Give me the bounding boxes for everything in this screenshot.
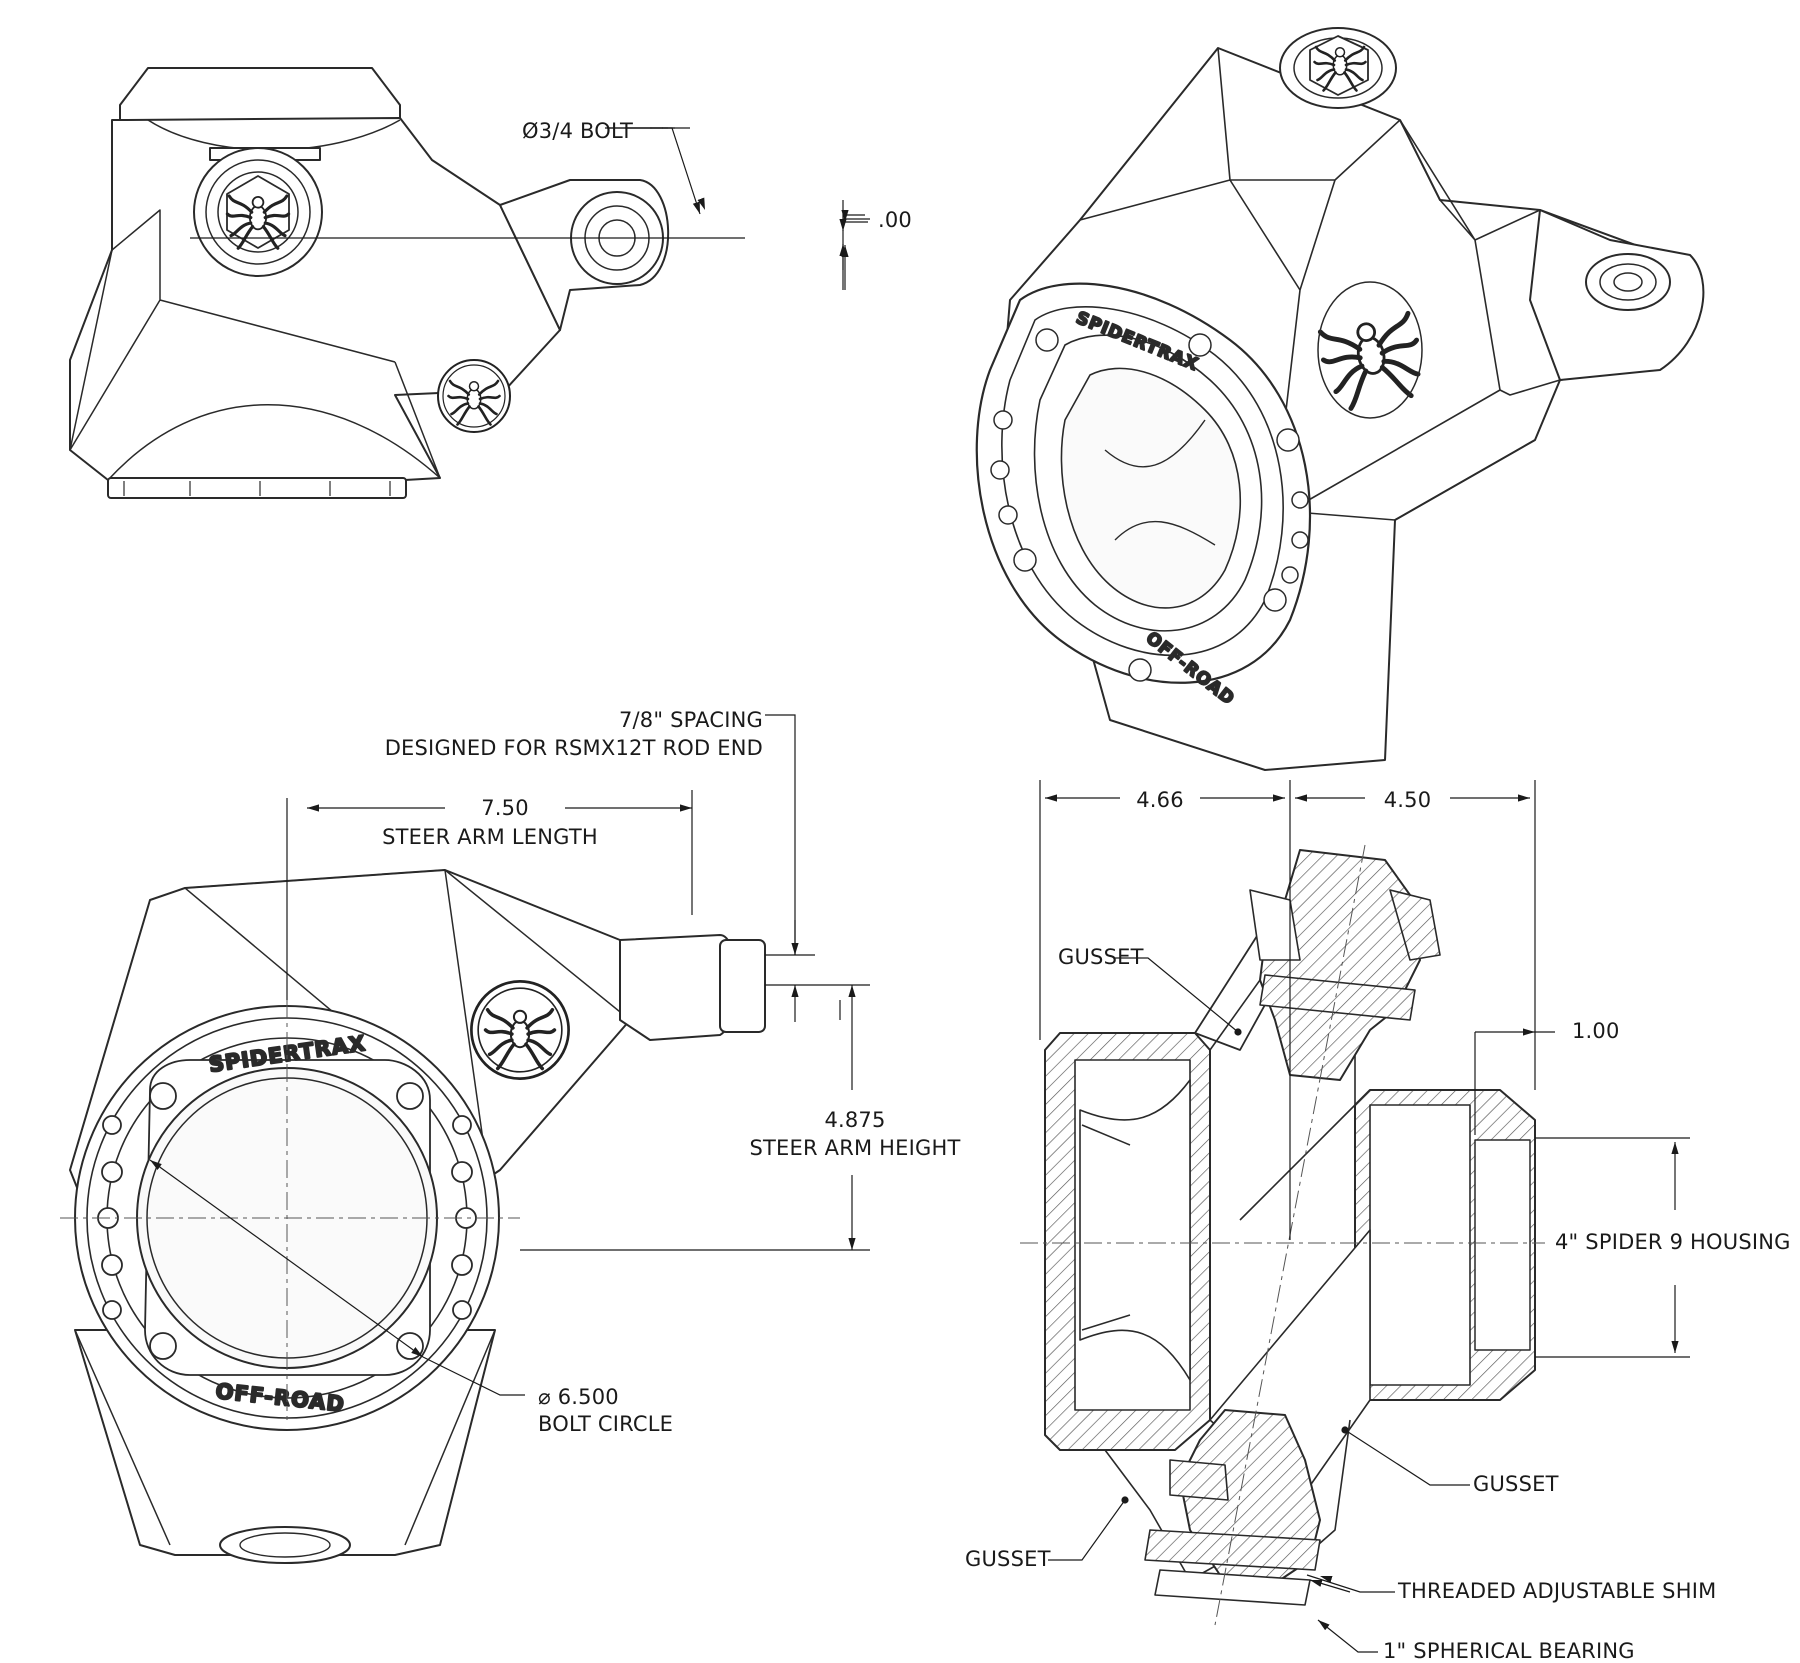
- spider-logo-icon: [438, 360, 510, 432]
- bolt-circle-value: ⌀ 6.500: [538, 1385, 619, 1409]
- steer-height-value: 4.875: [824, 1108, 886, 1132]
- side-view: SPIDERTRAX OFF-ROAD: [69, 869, 766, 1564]
- gusset-label-right: GUSSET: [1473, 1472, 1559, 1496]
- right-width-value: 4.50: [1383, 788, 1432, 812]
- side-view-dimensions: [149, 714, 870, 1396]
- shim-label: THREADED ADJUSTABLE SHIM: [1398, 1579, 1717, 1603]
- top-view: [69, 67, 670, 499]
- iso-view: SPIDERTRAX OFF-ROAD: [975, 27, 1705, 771]
- spacing-label: 7/8" SPACING: [618, 708, 763, 732]
- section-dimensions: [1039, 780, 1690, 1653]
- top-view-cap: [119, 67, 401, 121]
- bolt-label: Ø3/4 BOLT: [522, 119, 634, 143]
- steer-length-label: STEER ARM LENGTH: [382, 825, 598, 849]
- side-view-rod-end: [719, 939, 766, 1033]
- steer-length-value: 7.50: [481, 796, 529, 820]
- gusset-label-left: GUSSET: [965, 1547, 1051, 1571]
- section-view: [1044, 849, 1536, 1606]
- side-view-spider-logo-icon: [471, 981, 568, 1078]
- top-view-offset-leader: [839, 200, 870, 290]
- left-width-value: 4.66: [1136, 788, 1184, 812]
- bearing-label: 1" SPHERICAL BEARING: [1383, 1639, 1635, 1663]
- housing-label: 4" SPIDER 9 HOUSING: [1555, 1230, 1791, 1254]
- steer-height-label: STEER ARM HEIGHT: [749, 1136, 961, 1160]
- section-upper-kingpin: [1259, 849, 1421, 1081]
- gusset-label-upper: GUSSET: [1058, 945, 1144, 969]
- rod-end-label: DESIGNED FOR RSMX12T ROD END: [384, 736, 763, 760]
- offset-value: 1.00: [1572, 1019, 1620, 1043]
- bolt-circle-label: BOLT CIRCLE: [538, 1412, 674, 1436]
- top-view-dimensions: [190, 127, 868, 290]
- offset-label: .00: [878, 208, 912, 232]
- diameter-symbol-icon: ⌀: [538, 1385, 558, 1409]
